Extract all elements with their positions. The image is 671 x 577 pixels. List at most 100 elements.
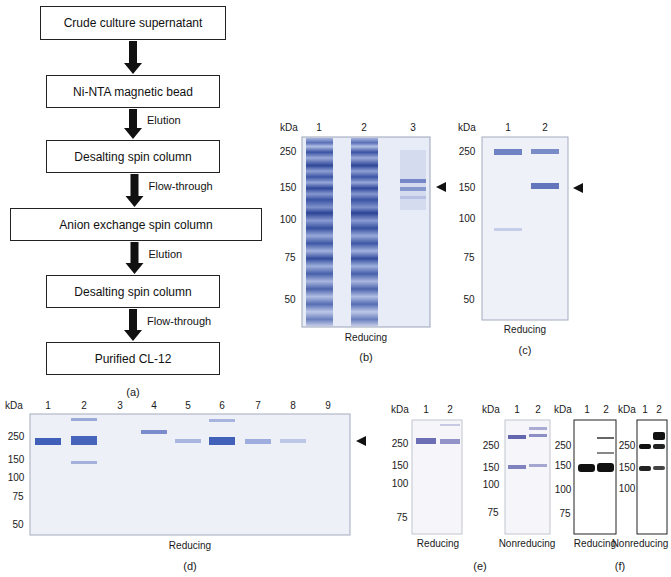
gel-label: 1 (423, 404, 429, 416)
blot-band (440, 424, 460, 426)
gel-label: 9 (325, 400, 331, 412)
gel-label: 5 (185, 400, 191, 412)
gel-label: 4 (151, 400, 157, 412)
gel-band (531, 183, 559, 189)
gel-label: Reducing (169, 540, 211, 552)
box-text: Purified CL-12 (95, 352, 172, 366)
gel-lane (306, 138, 333, 326)
flow-arrow (126, 174, 144, 207)
gel-label: 75 (463, 252, 474, 264)
gel-label: 1 (45, 400, 51, 412)
gel-label: kDa (391, 404, 409, 416)
gel-label: Nonreducing (499, 538, 556, 550)
process-box: Crude culture supernatant (40, 6, 226, 40)
gel-label: 250 (8, 431, 25, 443)
gel-label: 75 (284, 252, 295, 264)
gel-label: 150 (483, 462, 500, 474)
gel-label: 75 (396, 512, 407, 524)
gel-band (209, 419, 235, 422)
panel-letter: (d) (183, 560, 196, 572)
gel-label: 2 (603, 404, 609, 416)
edge-label: Elution (147, 248, 185, 261)
blot-band (597, 463, 614, 472)
gel-label: 1 (642, 404, 648, 416)
blot-band (653, 432, 665, 440)
blot-band (529, 427, 547, 430)
gel-label: kDa (458, 122, 476, 134)
blot-band (597, 452, 614, 454)
blot-background (412, 420, 462, 534)
gel-label: 8 (290, 400, 296, 412)
gel-label: kDa (5, 400, 23, 412)
gel-label: 250 (483, 440, 500, 452)
box-text: Anion exchange spin column (59, 218, 212, 232)
gel-label: 3 (117, 400, 123, 412)
gel-smear (400, 150, 426, 210)
panel-letter: (c) (519, 344, 532, 356)
pointer-arrowhead (573, 183, 583, 193)
gel-label: kDa (280, 122, 298, 134)
gel-label: 150 (619, 462, 636, 474)
blot-band (416, 438, 436, 444)
box-text: Ni-NTA magnetic bead (73, 85, 193, 99)
gel-label: 7 (255, 400, 261, 412)
edge-label: Flow-through (145, 315, 213, 328)
blot-band (597, 437, 614, 439)
gel-label: 250 (459, 146, 476, 158)
gel-label: 3 (410, 122, 416, 134)
gel-background (482, 137, 568, 320)
blot-background (505, 420, 550, 534)
flow-arrow (126, 242, 144, 274)
gel-label: 75 (12, 491, 23, 503)
gel-band (209, 437, 235, 445)
gel-label: kDa (618, 404, 636, 416)
gel-label: 100 (619, 483, 636, 495)
edge-label: Elution (145, 114, 183, 127)
gel-label: 1 (316, 122, 322, 134)
gel-label: Nonreducing (612, 538, 669, 550)
gel-band (71, 436, 97, 445)
gel-label: 100 (459, 213, 476, 225)
gel-band (175, 439, 201, 443)
box-text: Crude culture supernatant (64, 16, 203, 30)
gel-band (280, 439, 306, 443)
panel-letter: (a) (126, 386, 139, 398)
gel-band (35, 438, 61, 445)
process-box: Ni-NTA magnetic bead (46, 75, 220, 108)
blot-band (508, 435, 526, 439)
panel-letter: (e) (473, 560, 486, 572)
gel-label: 1 (505, 122, 511, 134)
blot-band (508, 465, 526, 469)
blot-band (639, 444, 651, 449)
gel-label: 150 (8, 454, 25, 466)
pointer-arrowhead (356, 436, 366, 446)
gel-band (141, 430, 167, 434)
gel-label: 150 (459, 182, 476, 194)
gel-band (400, 187, 426, 191)
blot-band (529, 464, 547, 467)
box-text: Desalting spin column (74, 150, 191, 164)
process-box: Purified CL-12 (46, 342, 220, 375)
gel-band (245, 439, 271, 444)
blot-band (639, 466, 651, 471)
gel-band (71, 418, 97, 421)
box-text: Desalting spin column (74, 285, 191, 299)
gel-label: 100 (8, 472, 25, 484)
gel-label: 50 (284, 294, 295, 306)
process-box: Desalting spin column (46, 140, 220, 173)
gel-background (302, 137, 430, 327)
gel-label: Reducing (345, 332, 387, 344)
blot-band (653, 466, 665, 470)
gel-label: 75 (559, 508, 570, 520)
flow-arrow (124, 109, 142, 139)
gel-label: 75 (487, 507, 498, 519)
gel-label: 2 (361, 122, 367, 134)
gel-band (531, 149, 559, 154)
gel-label: 1 (514, 404, 520, 416)
blot-band (440, 439, 460, 444)
gel-label: 150 (392, 460, 409, 472)
process-box: Desalting spin column (46, 275, 220, 308)
gel-label: Reducing (417, 538, 459, 550)
blot-band (578, 464, 595, 472)
